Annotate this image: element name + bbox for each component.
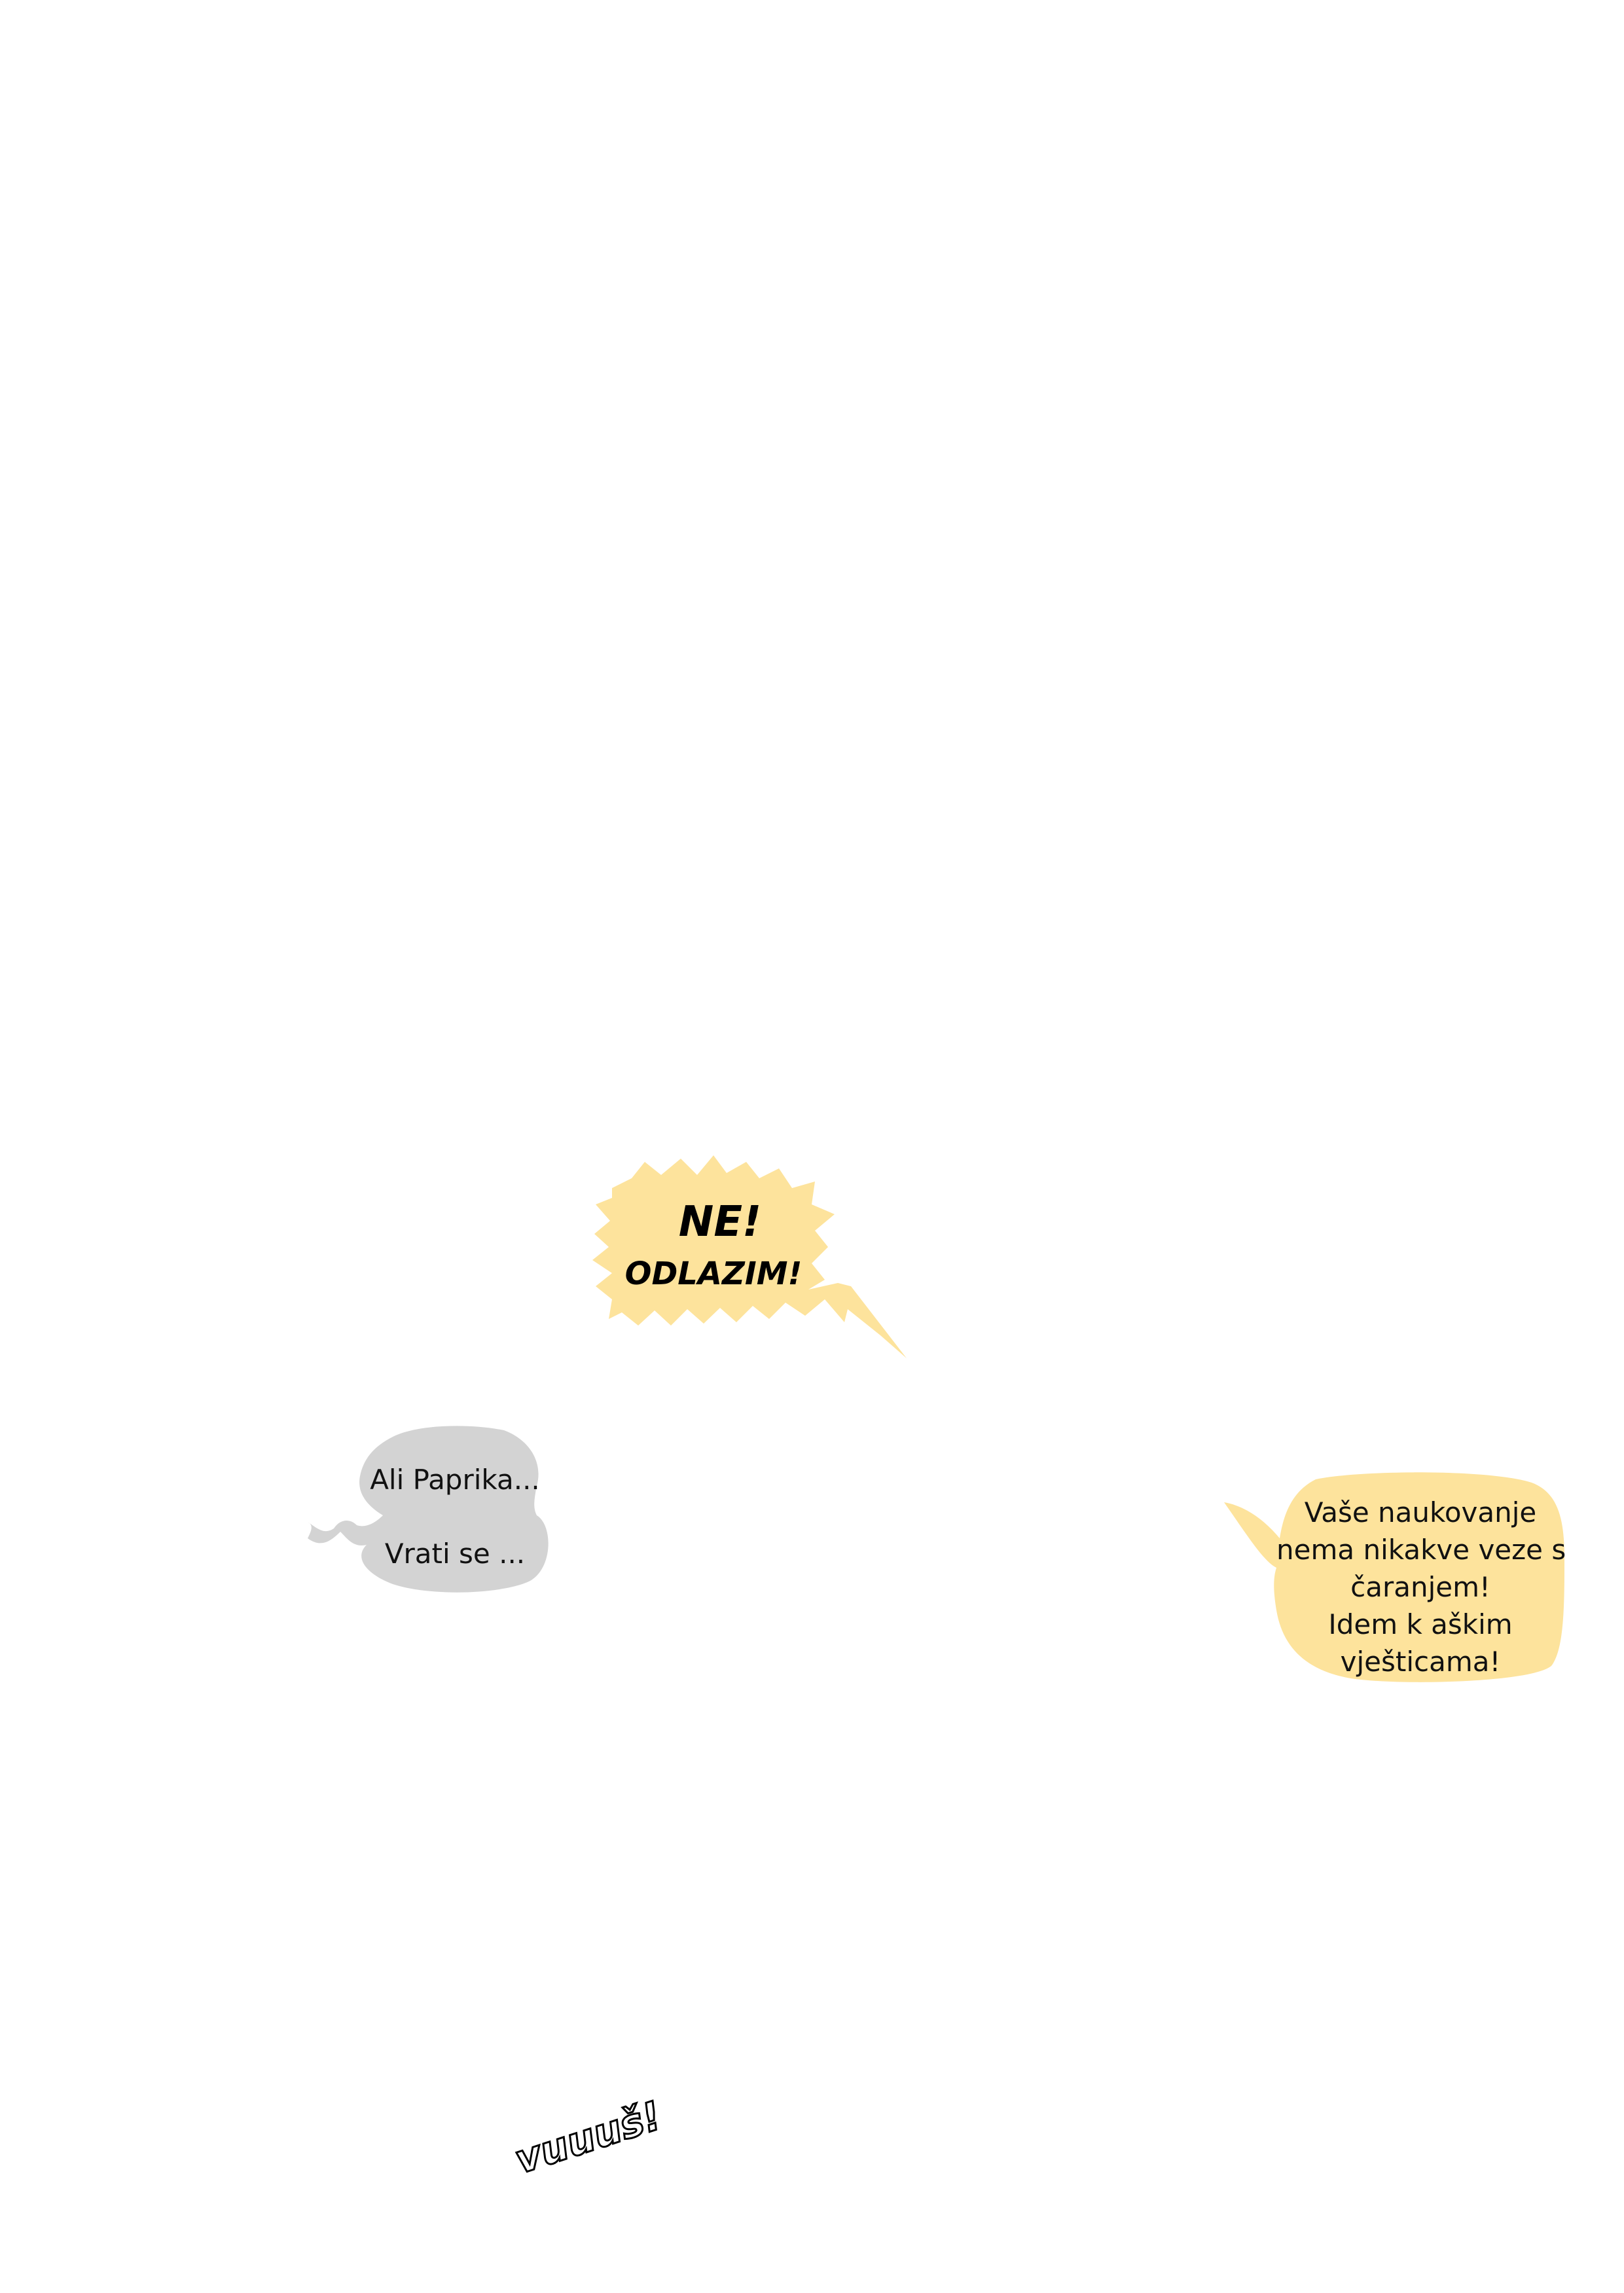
sound-effect-text: vuuuš!	[509, 2092, 668, 2184]
yellow-bubble-line-5: vješticama!	[1340, 1646, 1501, 1678]
yellow-bubble-line-3: čaranjem!	[1350, 1571, 1490, 1603]
yellow-bubble-line-2: nema nikakve veze s	[1276, 1534, 1566, 1566]
shout-text-ne: NE!	[678, 1198, 762, 1246]
grey-bubble-line-1: Ali Paprika...	[370, 1464, 540, 1496]
yellow-bubble-line-4: Idem k aškim	[1328, 1608, 1513, 1640]
yellow-bubble-line-1: Vaše naukovanje	[1304, 1496, 1537, 1528]
grey-bubble-line-2: Vrati se ...	[384, 1538, 526, 1570]
shout-text-odlazim: ODLAZIM!	[624, 1255, 803, 1292]
yellow-bubble-text: Vaše naukovanje nema nikakve veze s čara…	[1276, 1494, 1566, 1680]
